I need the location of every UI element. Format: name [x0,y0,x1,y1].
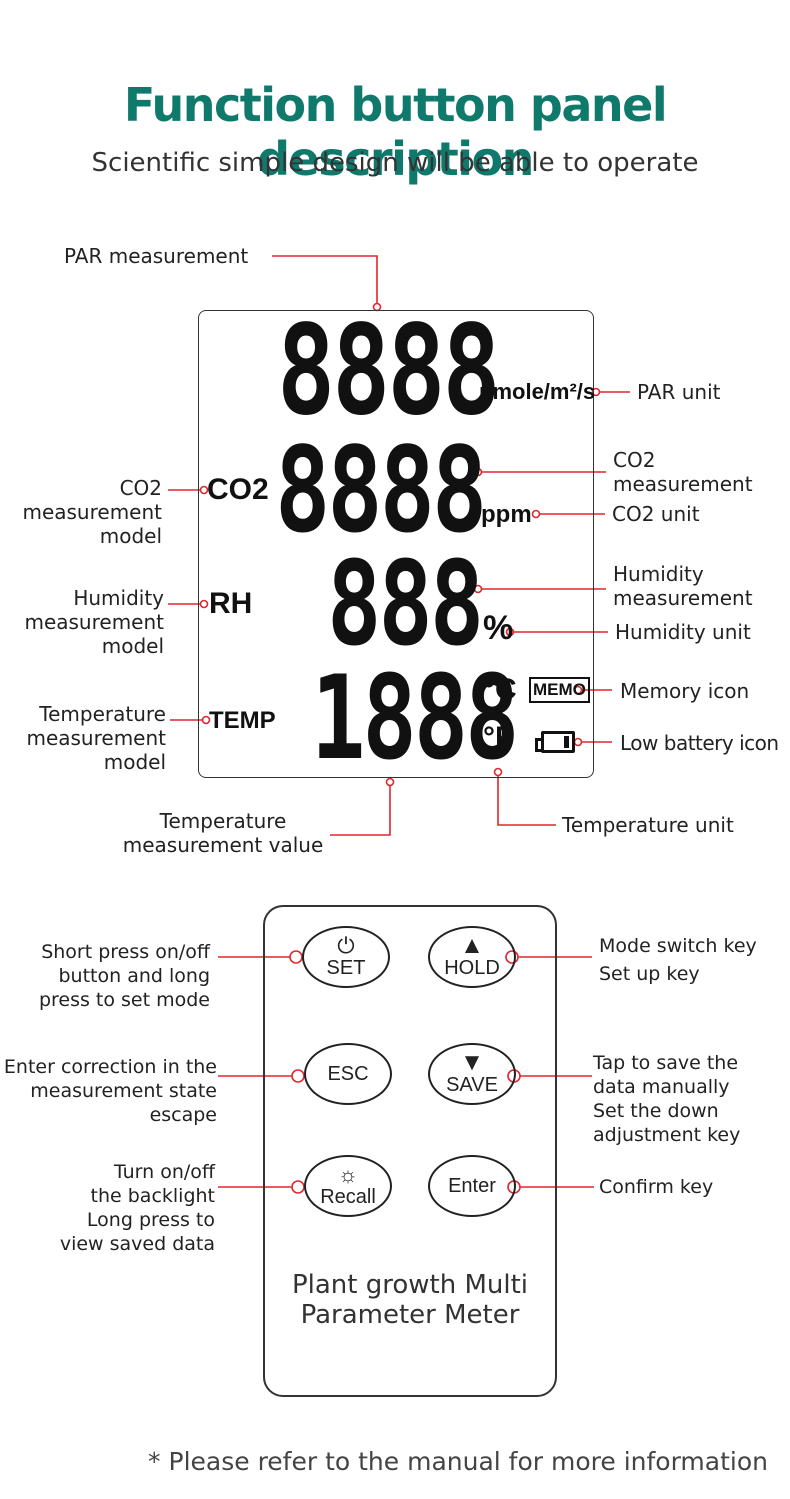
esc-button[interactable]: ESC [304,1043,392,1105]
save-button[interactable]: ▼ SAVE [428,1043,516,1105]
co2-digits: 8888 [275,421,487,559]
enter-button[interactable]: Enter [428,1155,516,1217]
note-set: Short press on/off button and long press… [38,941,210,1011]
note-hold: Mode switch key Set up key [599,935,757,985]
label-co2-model: CO2 measurement model [22,476,162,548]
label-humidity-unit: Humidity unit [615,620,751,644]
label-memory-icon: Memory icon [620,679,750,703]
save-button-label: SAVE [446,1074,498,1096]
device-name: Plant growth Multi Parameter Meter [291,1270,529,1330]
label-co2-measurement: CO2 measurement [613,448,753,496]
rh-digits: 888 [327,537,484,672]
label-low-battery-icon: Low battery icon [620,731,779,755]
recall-button[interactable]: ☼ Recall [304,1155,392,1217]
memo-icon: MEMO [529,677,590,703]
temp-tag: TEMP [209,707,276,734]
power-icon: ⏻ [337,933,355,958]
label-co2-unit: CO2 unit [612,502,700,526]
label-temperature-unit: Temperature unit [562,813,734,837]
label-par-unit: PAR unit [637,380,721,404]
set-button-label: SET [326,957,366,979]
label-temperature-value: Temperature measurement value [122,809,324,857]
hold-button[interactable]: ▲ HOLD [428,926,516,988]
down-arrow-icon: ▼ [460,1049,484,1076]
rh-tag: RH [209,587,253,620]
hold-button-label: HOLD [444,957,500,979]
label-humidity-measurement: Humidity measurement [613,562,753,610]
par-digits: 8888 [277,299,501,443]
page-subtitle: Scientific simple design will be able to… [91,148,699,178]
footer-note: * Please refer to the manual for more in… [148,1447,768,1476]
par-unit-text: μmole/m²/s [479,379,596,404]
note-save: Tap to save the data manually Set the do… [593,1052,741,1146]
meter-keypad [263,905,557,1397]
rh-unit-text: % [483,609,514,647]
up-arrow-icon: ▲ [460,932,484,959]
backlight-icon: ☼ [337,1162,359,1187]
label-humidity-model: Humidity measurement model [24,586,164,658]
label-par-measurement: PAR measurement [64,244,249,268]
set-button[interactable]: ⏻ SET [302,926,390,988]
page-title: Function button panel description [123,78,668,186]
enter-button-label: Enter [448,1175,496,1197]
note-esc: Enter correction in the measurement stat… [3,1056,217,1126]
esc-button-label: ESC [327,1063,369,1085]
note-recall: Turn on/off the backlight Long press to … [59,1161,215,1255]
co2-tag: CO2 [207,473,269,506]
celsius-symbol: °C [483,673,517,706]
lcd-display: 8888 μmole/m²/s CO2 8888 ppm RH 888 % TE… [198,299,596,786]
recall-button-label: Recall [320,1186,376,1208]
note-enter: Confirm key [599,1176,714,1198]
co2-unit-text: ppm [481,501,532,528]
fahrenheit-symbol: °F [483,721,514,754]
battery-icon [535,731,575,753]
temp-digits: 1888 [311,651,520,786]
label-temperature-model: Temperature measurement model [26,702,166,774]
leader-temperature-value [330,782,391,836]
